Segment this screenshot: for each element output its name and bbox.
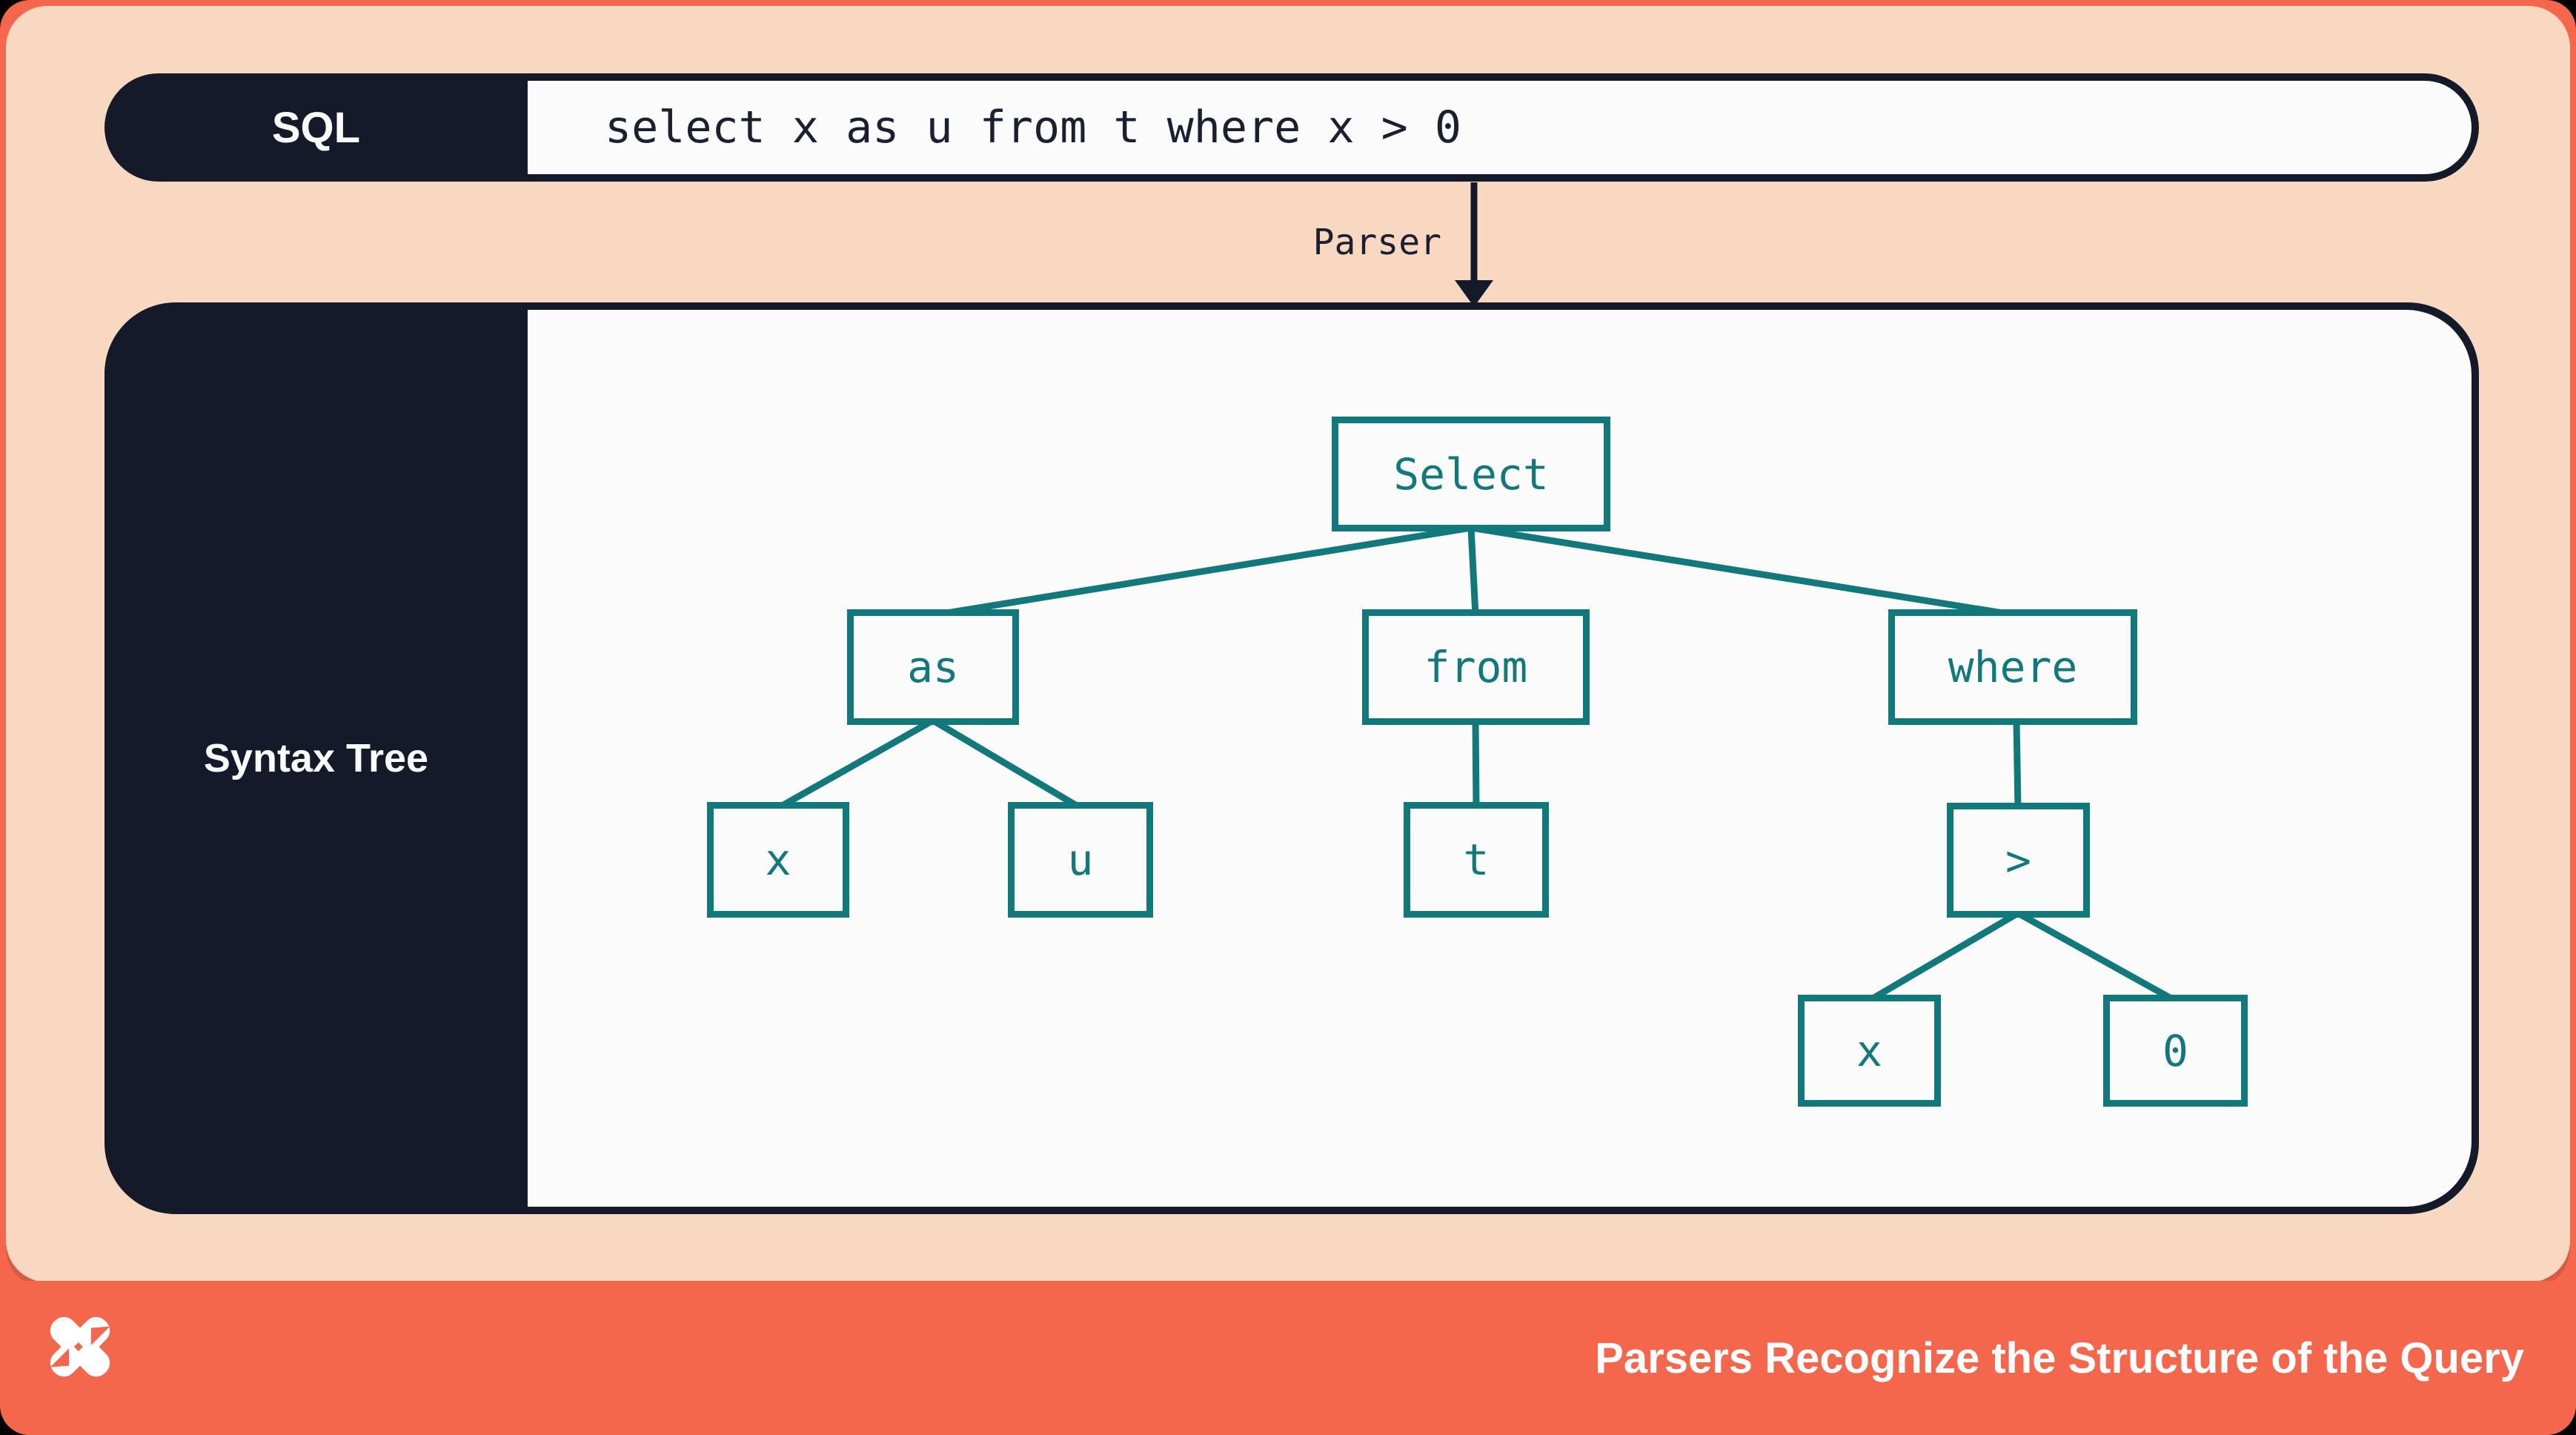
node-zero: 0 [2103, 995, 2248, 1107]
sql-query-text: select x as u from t where x > 0 [605, 102, 1461, 153]
node-x-operand: x [1798, 995, 1941, 1107]
node-as: as [847, 609, 1019, 725]
node-x-alias: x [707, 802, 849, 918]
syntax-tree-label: Syntax Tree [203, 736, 429, 781]
parser-label: Parser [1312, 222, 1441, 263]
pinwheel-x-logo-icon [50, 1316, 110, 1377]
node-select: Select [1332, 417, 1610, 531]
sql-query-box: select x as u from t where x > 0 [528, 81, 2472, 174]
node-u: u [1008, 802, 1153, 918]
sql-label: SQL [271, 103, 361, 152]
footer-bar: Parsers Recognize the Structure of the Q… [0, 1281, 2576, 1435]
node-where: where [1888, 609, 2137, 725]
sql-input-bar: SQL select x as u from t where x > 0 [104, 73, 2479, 182]
node-from: from [1362, 609, 1590, 725]
node-t: t [1404, 802, 1549, 918]
footer-title: Parsers Recognize the Structure of the Q… [1595, 1333, 2524, 1382]
node-greater-than: > [1947, 803, 2090, 918]
